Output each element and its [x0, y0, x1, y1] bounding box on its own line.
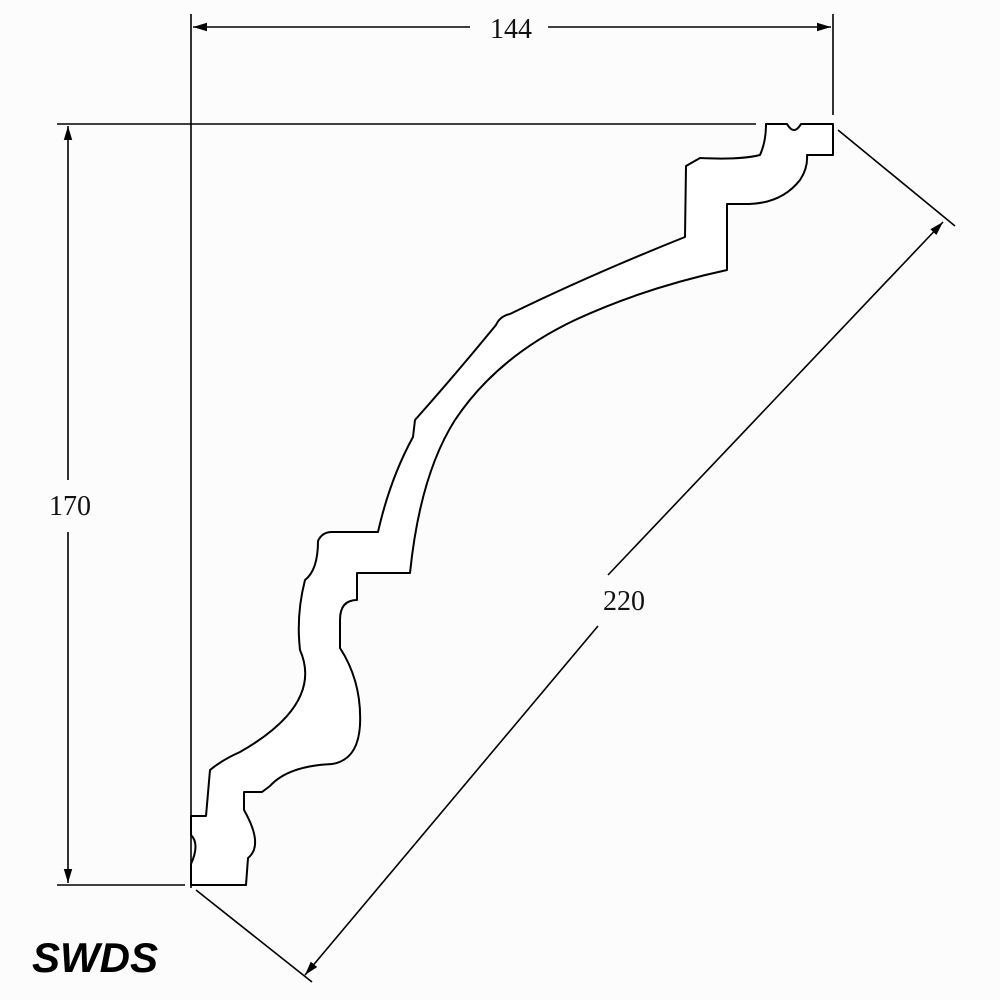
- diagonal-arrow-top: [607, 221, 944, 576]
- brand-logo-text: SWDS: [32, 934, 158, 981]
- diagonal-bottom-extension-line: [195, 889, 313, 983]
- extension-lines: [57, 14, 956, 983]
- height-label: 170: [49, 491, 91, 522]
- cornice-profile: [190, 123, 834, 886]
- diagonal-arrow-bottom: [304, 625, 599, 976]
- diagonal-label: 220: [603, 586, 645, 617]
- diagonal-top-extension-line: [837, 129, 956, 227]
- diagonal-dimension: 220: [304, 221, 944, 976]
- width-dimension: 144: [193, 14, 831, 45]
- height-dimension: 170: [49, 126, 91, 883]
- width-label: 144: [490, 14, 532, 45]
